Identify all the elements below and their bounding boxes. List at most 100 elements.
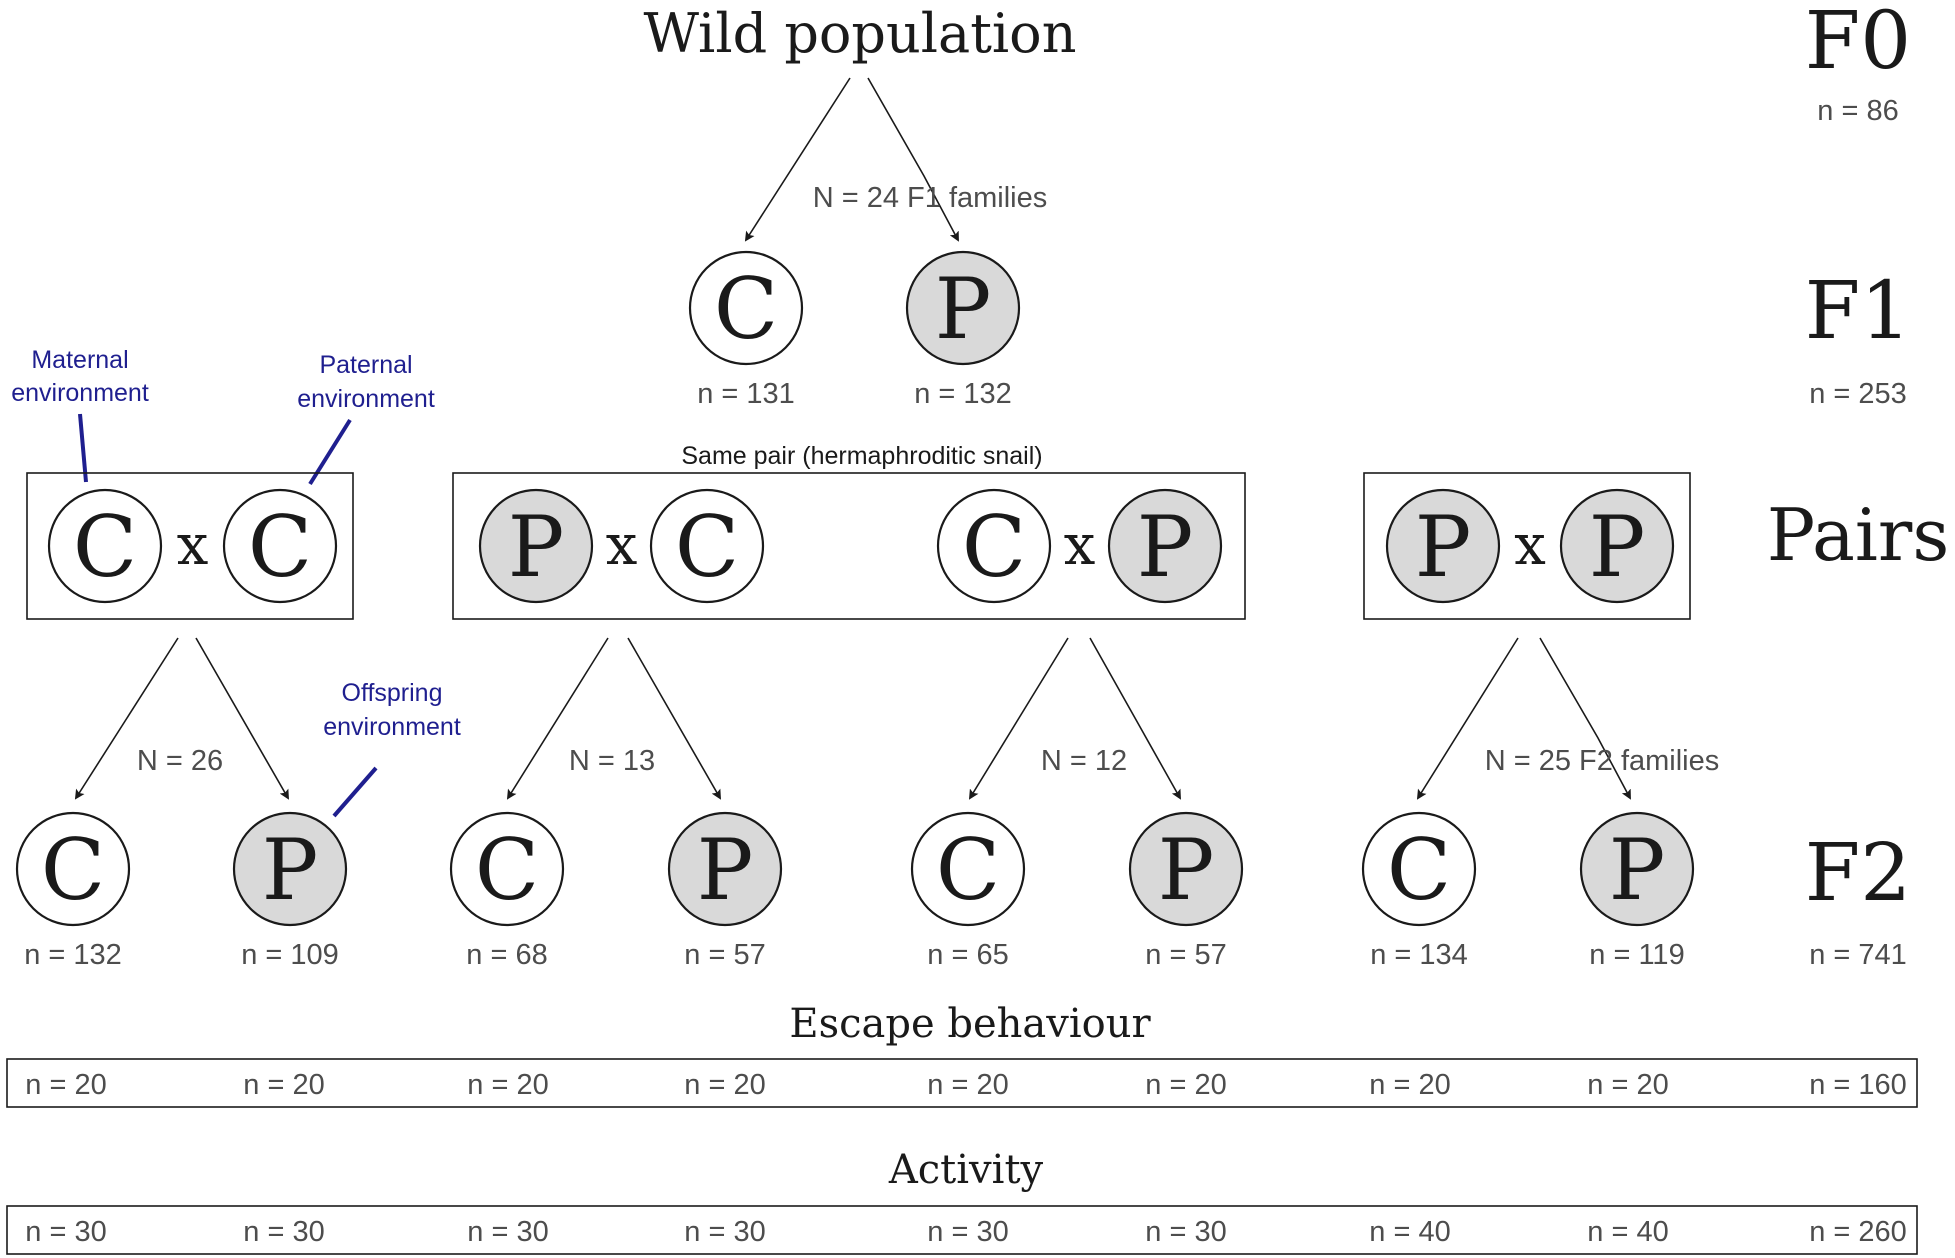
pair-1-cross-symbol: x — [177, 513, 209, 578]
activity-count-2: n = 30 — [243, 1216, 324, 1248]
pair-4-cross-symbol: x — [1514, 513, 1546, 578]
annotation-same-pair: Same pair (hermaphroditic snail) — [681, 442, 1042, 470]
f1-node-p-letter: P — [935, 260, 992, 358]
generation-count-f1: n = 253 — [1809, 378, 1907, 410]
escape-count-6: n = 20 — [1145, 1069, 1226, 1101]
annotation-offspring-line1: Offspring — [342, 679, 443, 707]
arrow-pair3-to-f2-control — [968, 637, 1069, 800]
activity-count-3: n = 30 — [467, 1216, 548, 1248]
pair4-family-label: N = 25 F2 families — [1485, 745, 1720, 777]
escape-count-2: n = 20 — [243, 1069, 324, 1101]
pair-4-left-node: P — [1385, 488, 1501, 604]
pair-4-right-node-letter: P — [1589, 498, 1646, 596]
f2-node-2-circle — [232, 811, 348, 927]
pair-3-cross-symbol: x — [1064, 513, 1096, 578]
f2-node-3-letter: C — [475, 821, 539, 919]
f2-count-4: n = 57 — [684, 939, 765, 971]
f2-count-1: n = 132 — [24, 939, 122, 971]
f2-node-5-circle — [910, 811, 1026, 927]
pair-2-left-node-circle — [478, 488, 594, 604]
activity-count-8: n = 40 — [1587, 1216, 1668, 1248]
escape-count-7: n = 20 — [1369, 1069, 1450, 1101]
annotation-maternal-line2: environment — [11, 379, 149, 407]
pair3-family-label: N = 12 — [1041, 745, 1127, 777]
escape-count-4: n = 20 — [684, 1069, 765, 1101]
pair-box-cc — [26, 472, 354, 620]
generation-label-pairs: Pairs — [1767, 493, 1950, 577]
f2-node-4-letter: P — [697, 821, 754, 919]
activity-count-9: n = 260 — [1809, 1216, 1907, 1248]
f1-node-c: C — [688, 250, 804, 366]
f1-count-p: n = 132 — [914, 378, 1012, 410]
pair-4-left-node-circle — [1385, 488, 1501, 604]
pair-2-right-node: C — [649, 488, 765, 604]
escape-count-9: n = 160 — [1809, 1069, 1907, 1101]
pair-box-mixed — [452, 472, 1246, 620]
f2-count-2: n = 109 — [241, 939, 339, 971]
f2-node-2: P — [232, 811, 348, 927]
pair1-family-label: N = 26 — [137, 745, 223, 777]
f2-node-8-letter: P — [1609, 821, 1666, 919]
arrow-pair3-to-f2-predator — [1089, 637, 1181, 800]
pair-4-right-node-circle — [1559, 488, 1675, 604]
f2-node-6-letter: P — [1158, 821, 1215, 919]
escape-box — [6, 1058, 1918, 1108]
pair-1-right-node-letter: C — [248, 498, 312, 596]
pair-2-left-node: P — [478, 488, 594, 604]
f2-node-1-letter: C — [41, 821, 105, 919]
generation-label-f0: F0 — [1805, 0, 1911, 87]
pair-2-right-node-letter: C — [675, 498, 739, 596]
f2-node-1-circle — [15, 811, 131, 927]
annotation-paternal-line1: Paternal — [319, 351, 412, 379]
f2-generation: Cn = 132 Pn = 109 Cn = 68 Pn = 57 Cn = 65 Pn … — [15, 811, 1695, 971]
pair-2-cross-symbol: x — [606, 513, 638, 578]
activity-count-4: n = 30 — [684, 1216, 765, 1248]
escape-count-5: n = 20 — [927, 1069, 1008, 1101]
f2-node-7-circle — [1361, 811, 1477, 927]
escape-title: Escape behaviour — [789, 1001, 1151, 1047]
f2-node-3-circle — [449, 811, 565, 927]
arrow-pair2-to-f2-control — [506, 637, 609, 800]
f1-generation: Cn = 131 Pn = 132 — [688, 250, 1021, 410]
f2-node-6: P — [1128, 811, 1244, 927]
annotation-maternal-pointer — [78, 413, 88, 483]
f2-count-5: n = 65 — [927, 939, 1008, 971]
annotation-paternal-pointer — [308, 418, 352, 486]
f2-node-8: P — [1579, 811, 1695, 927]
f1-node-p-circle — [905, 250, 1021, 366]
activity-count-5: n = 30 — [927, 1216, 1008, 1248]
pair-3-right-node: P — [1107, 488, 1223, 604]
f2-count-6: n = 57 — [1145, 939, 1226, 971]
f2-node-3: C — [449, 811, 565, 927]
pair-1-left-node: C — [47, 488, 163, 604]
activity-counts: n = 30 n = 30 n = 30 n = 30 n = 30 n = 30 n = … — [25, 1216, 1907, 1248]
pair-1-right-node: C — [222, 488, 338, 604]
f2-count-8: n = 119 — [1589, 939, 1684, 971]
pair-3-left-node-circle — [936, 488, 1052, 604]
arrow-pair2-to-f2-predator — [627, 637, 721, 800]
arrow-pair1-to-f2-predator — [195, 637, 289, 800]
generation-label-f1: F1 — [1805, 264, 1911, 357]
generation-count-f0: n = 86 — [1817, 95, 1898, 127]
escape-count-8: n = 20 — [1587, 1069, 1668, 1101]
f2-count-3: n = 68 — [466, 939, 547, 971]
pair-2-left-node-letter: P — [508, 498, 565, 596]
generation-count-f2: n = 741 — [1809, 939, 1907, 971]
f2-count-7: n = 134 — [1370, 939, 1468, 971]
f1-node-p: P — [905, 250, 1021, 366]
arrow-wild-to-f1-control — [744, 77, 851, 242]
annotation-paternal-line2: environment — [297, 385, 435, 413]
f2-node-5: C — [910, 811, 1026, 927]
activity-count-1: n = 30 — [25, 1216, 106, 1248]
escape-counts: n = 20 n = 20 n = 20 n = 20 n = 20 n = 20 n = … — [25, 1069, 1907, 1101]
f2-node-6-circle — [1128, 811, 1244, 927]
pair-2-right-node-circle — [649, 488, 765, 604]
f1-count-c: n = 131 — [697, 378, 795, 410]
pair-box-pp — [1363, 472, 1691, 620]
pair-1-left-node-circle — [47, 488, 163, 604]
f1-families-label: N = 24 F1 families — [813, 182, 1048, 214]
activity-count-6: n = 30 — [1145, 1216, 1226, 1248]
annotation-offspring-pointer — [332, 766, 378, 818]
